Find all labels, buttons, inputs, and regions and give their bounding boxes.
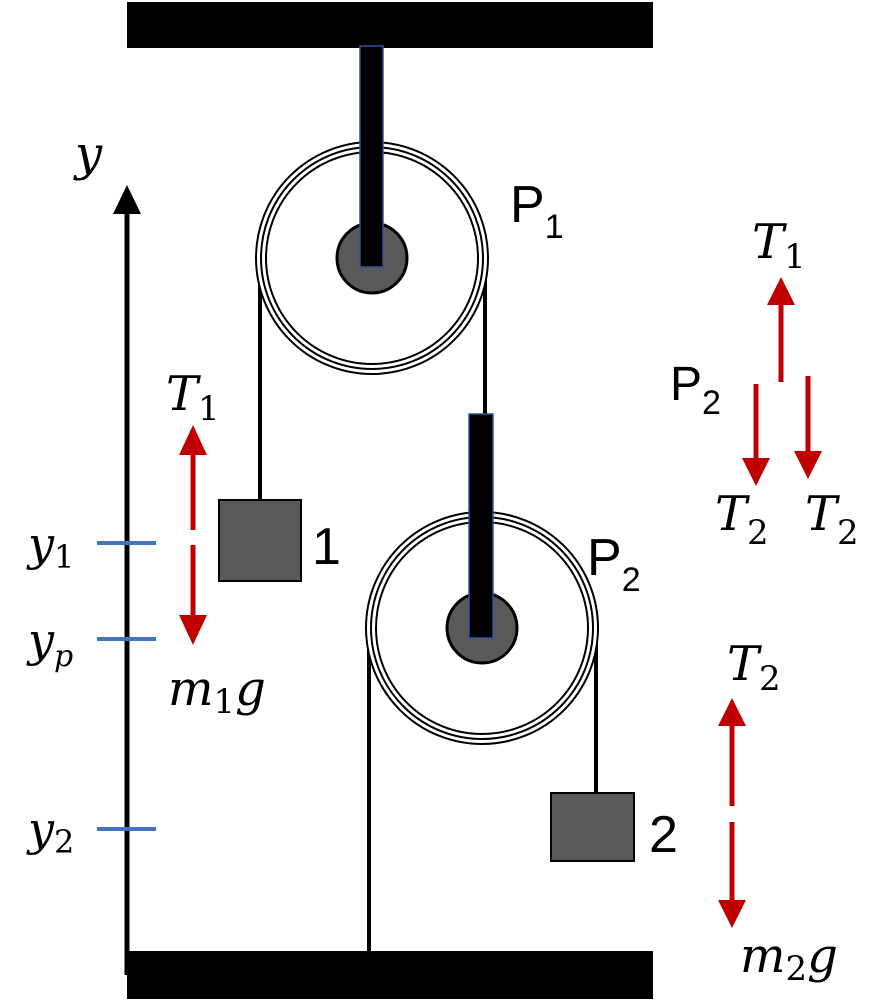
svg-text:y2: y2: [26, 802, 74, 861]
pulley-2-t1-arrowhead: [767, 277, 795, 305]
level-yp-sub: p: [54, 639, 73, 674]
level-y1-sub: 1: [54, 538, 74, 576]
mass-2-tension-label: T2: [727, 636, 781, 699]
pulley-2-name-label: P2: [670, 358, 721, 422]
level-y2: y2: [26, 802, 156, 861]
pulley-2-t2-right-arrowhead: [794, 451, 822, 479]
level-y2-base: y: [26, 802, 55, 856]
level-yp: yp: [26, 613, 156, 674]
mass-2-weight-arrowhead: [718, 900, 746, 928]
y-axis-label: y: [73, 126, 103, 182]
pulley-1-label: P1: [510, 176, 564, 246]
floor-bar: [127, 951, 653, 999]
mass-1-tension-arrowhead: [179, 425, 207, 455]
pulley-2: [365, 413, 599, 745]
pulley-1: [255, 45, 489, 375]
mass-1-weight-arrowhead: [179, 615, 207, 645]
pulley-2-t2-left-arrowhead: [742, 458, 770, 486]
svg-text:y1: y1: [26, 517, 74, 576]
pulley-2-t1-label: T1: [752, 214, 806, 277]
y-axis-arrowhead: [113, 185, 141, 214]
ceiling-bar: [127, 2, 653, 48]
mass-2-forces: T2 m2g: [718, 636, 838, 989]
level-y1: y1: [26, 517, 156, 576]
mass-1-block: [218, 499, 302, 582]
pulley-2-label: P2: [587, 529, 641, 599]
mass-2-tension-arrowhead: [718, 698, 746, 726]
pulley-2-t2-left-label: T2: [715, 486, 769, 553]
svg-text:yp: yp: [26, 613, 73, 674]
mass-1-tension-label: T1: [166, 366, 220, 429]
level-yp-base: y: [26, 613, 55, 667]
mass-1-forces: T1 m1g: [166, 366, 266, 722]
pulley-2-bracket: [468, 413, 494, 639]
mass-1-label: 1: [312, 518, 341, 576]
mass-1-weight-label: m1g: [168, 661, 266, 722]
pulley-1-bracket: [359, 45, 384, 268]
level-y1-base: y: [26, 517, 55, 571]
level-y2-sub: 2: [54, 823, 74, 861]
pulley-2-t2-right-label: T2: [805, 486, 859, 553]
mass-2-block: [550, 792, 635, 862]
mass-2-weight-label: m2g: [740, 928, 838, 989]
mass-2-label: 2: [649, 806, 678, 864]
pulley-2-forces: T1 P2 T2 T2: [670, 214, 859, 553]
y-axis: y: [73, 126, 141, 975]
